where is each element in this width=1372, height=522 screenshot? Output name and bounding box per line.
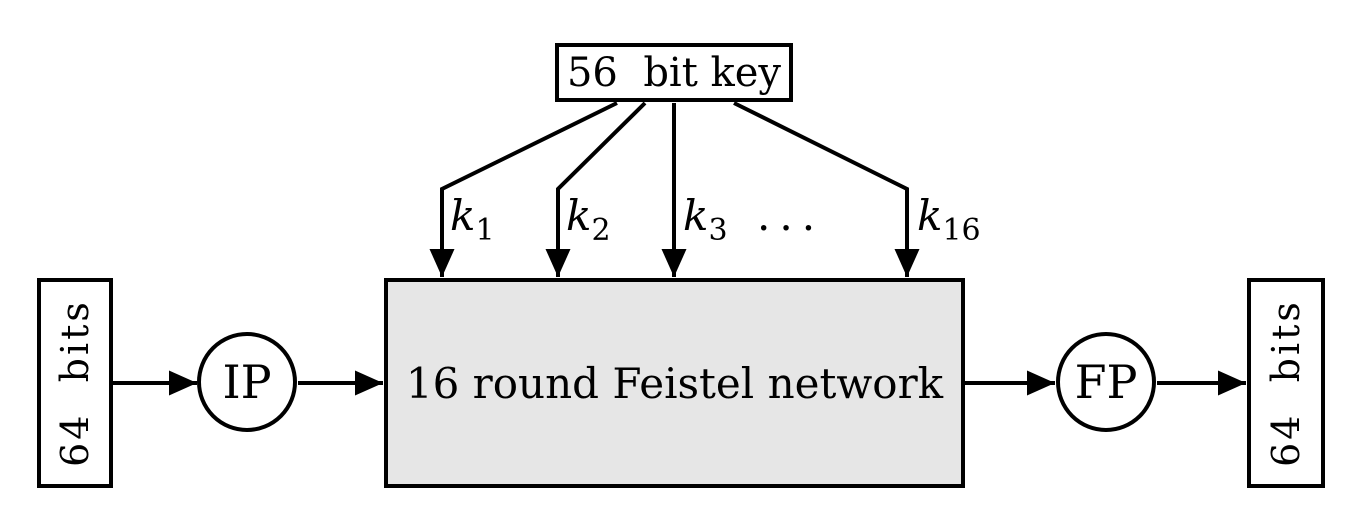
input-bits-box: 64 bits xyxy=(37,278,113,488)
input-bits-label: 64 bits xyxy=(53,299,98,467)
arrow-subkey-k2 xyxy=(545,101,647,277)
output-bits-box: 64 bits xyxy=(1247,278,1325,488)
fp-node: FP xyxy=(1056,332,1156,432)
output-bits-label: 64 bits xyxy=(1264,299,1309,467)
feistel-network-label: 16 round Feistel network xyxy=(405,358,944,408)
key-box: 56 bit key xyxy=(555,43,793,102)
subkey-label-k2: k2 xyxy=(566,191,611,249)
subkey-label-k1: k1 xyxy=(450,191,495,249)
arrow-subkey-k16 xyxy=(733,101,920,277)
ip-node-label: IP xyxy=(222,355,272,409)
subkey-label-k16: k16 xyxy=(917,191,981,249)
fp-node-label: FP xyxy=(1074,355,1138,409)
feistel-network-box: 16 round Feistel network xyxy=(384,278,965,488)
ellipsis-label: ... xyxy=(757,191,825,240)
subkey-label-k3: k3 xyxy=(683,191,728,249)
key-box-label: 56 bit key xyxy=(566,49,782,96)
arrow-subkey-k1 xyxy=(429,101,618,277)
ip-node: IP xyxy=(197,332,297,432)
